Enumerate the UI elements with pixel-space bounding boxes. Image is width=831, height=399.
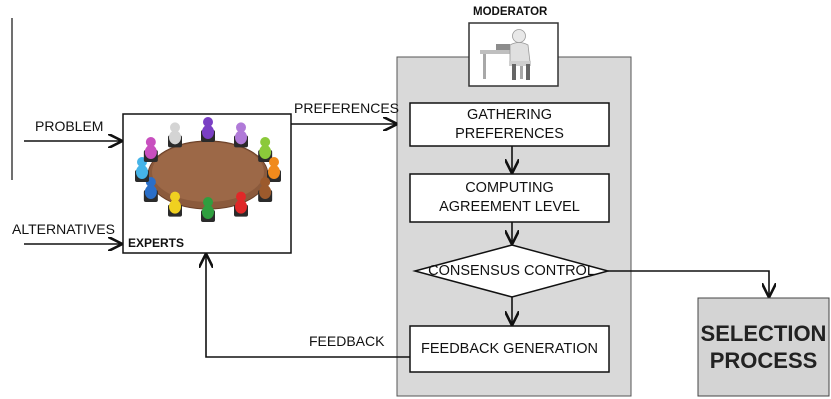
- expert-figure: [168, 191, 182, 217]
- feedback-generation-text: FEEDBACK GENERATION: [421, 340, 598, 357]
- feedback-generation-box: [409, 325, 610, 373]
- expert-figure: [143, 177, 158, 202]
- expert-figure: [258, 137, 273, 162]
- problem-label: PROBLEM: [35, 118, 104, 134]
- feedback-return-arrow: [206, 255, 410, 358]
- gathering-line-1: GATHERING: [466, 106, 553, 123]
- gathering-preferences-text: GATHERING PREFERENCES: [410, 103, 609, 146]
- computing-line-1: COMPUTING: [465, 180, 554, 197]
- moderator-label: MODERATOR: [473, 6, 548, 18]
- expert-figure: [267, 157, 281, 182]
- consensus-to-selection-arrow: [608, 270, 769, 296]
- alternatives-label: ALTERNATIVES: [12, 221, 115, 237]
- expert-figure: [201, 197, 215, 222]
- expert-figure: [168, 122, 182, 148]
- selection-line-1: SELECTION: [700, 320, 827, 346]
- expert-figure: [234, 191, 248, 217]
- expert-figure: [258, 177, 273, 202]
- gathering-preferences-box: [409, 102, 610, 147]
- gathering-line-2: PREFERENCES: [455, 125, 564, 142]
- feedback-label: FEEDBACK: [309, 333, 385, 349]
- preferences-label: PREFERENCES: [294, 100, 400, 116]
- expert-figure: [234, 122, 248, 148]
- computing-line-2: AGREEMENT LEVEL: [439, 199, 580, 215]
- computing-agreement-box: [409, 173, 610, 223]
- consensus-control-text: CONSENSUS CONTROL: [428, 262, 595, 279]
- selection-process-box: [697, 297, 830, 397]
- selection-line-2: PROCESS: [709, 348, 818, 373]
- meeting-table-illustration: [135, 117, 281, 222]
- moderator-icon: [468, 22, 559, 87]
- computing-agreement-text: COMPUTING AGREEMENT LEVEL: [410, 174, 609, 222]
- experts-label: EXPERTS: [128, 236, 185, 250]
- expert-figure: [143, 137, 158, 162]
- expert-figure: [135, 157, 149, 182]
- expert-figure: [201, 117, 215, 142]
